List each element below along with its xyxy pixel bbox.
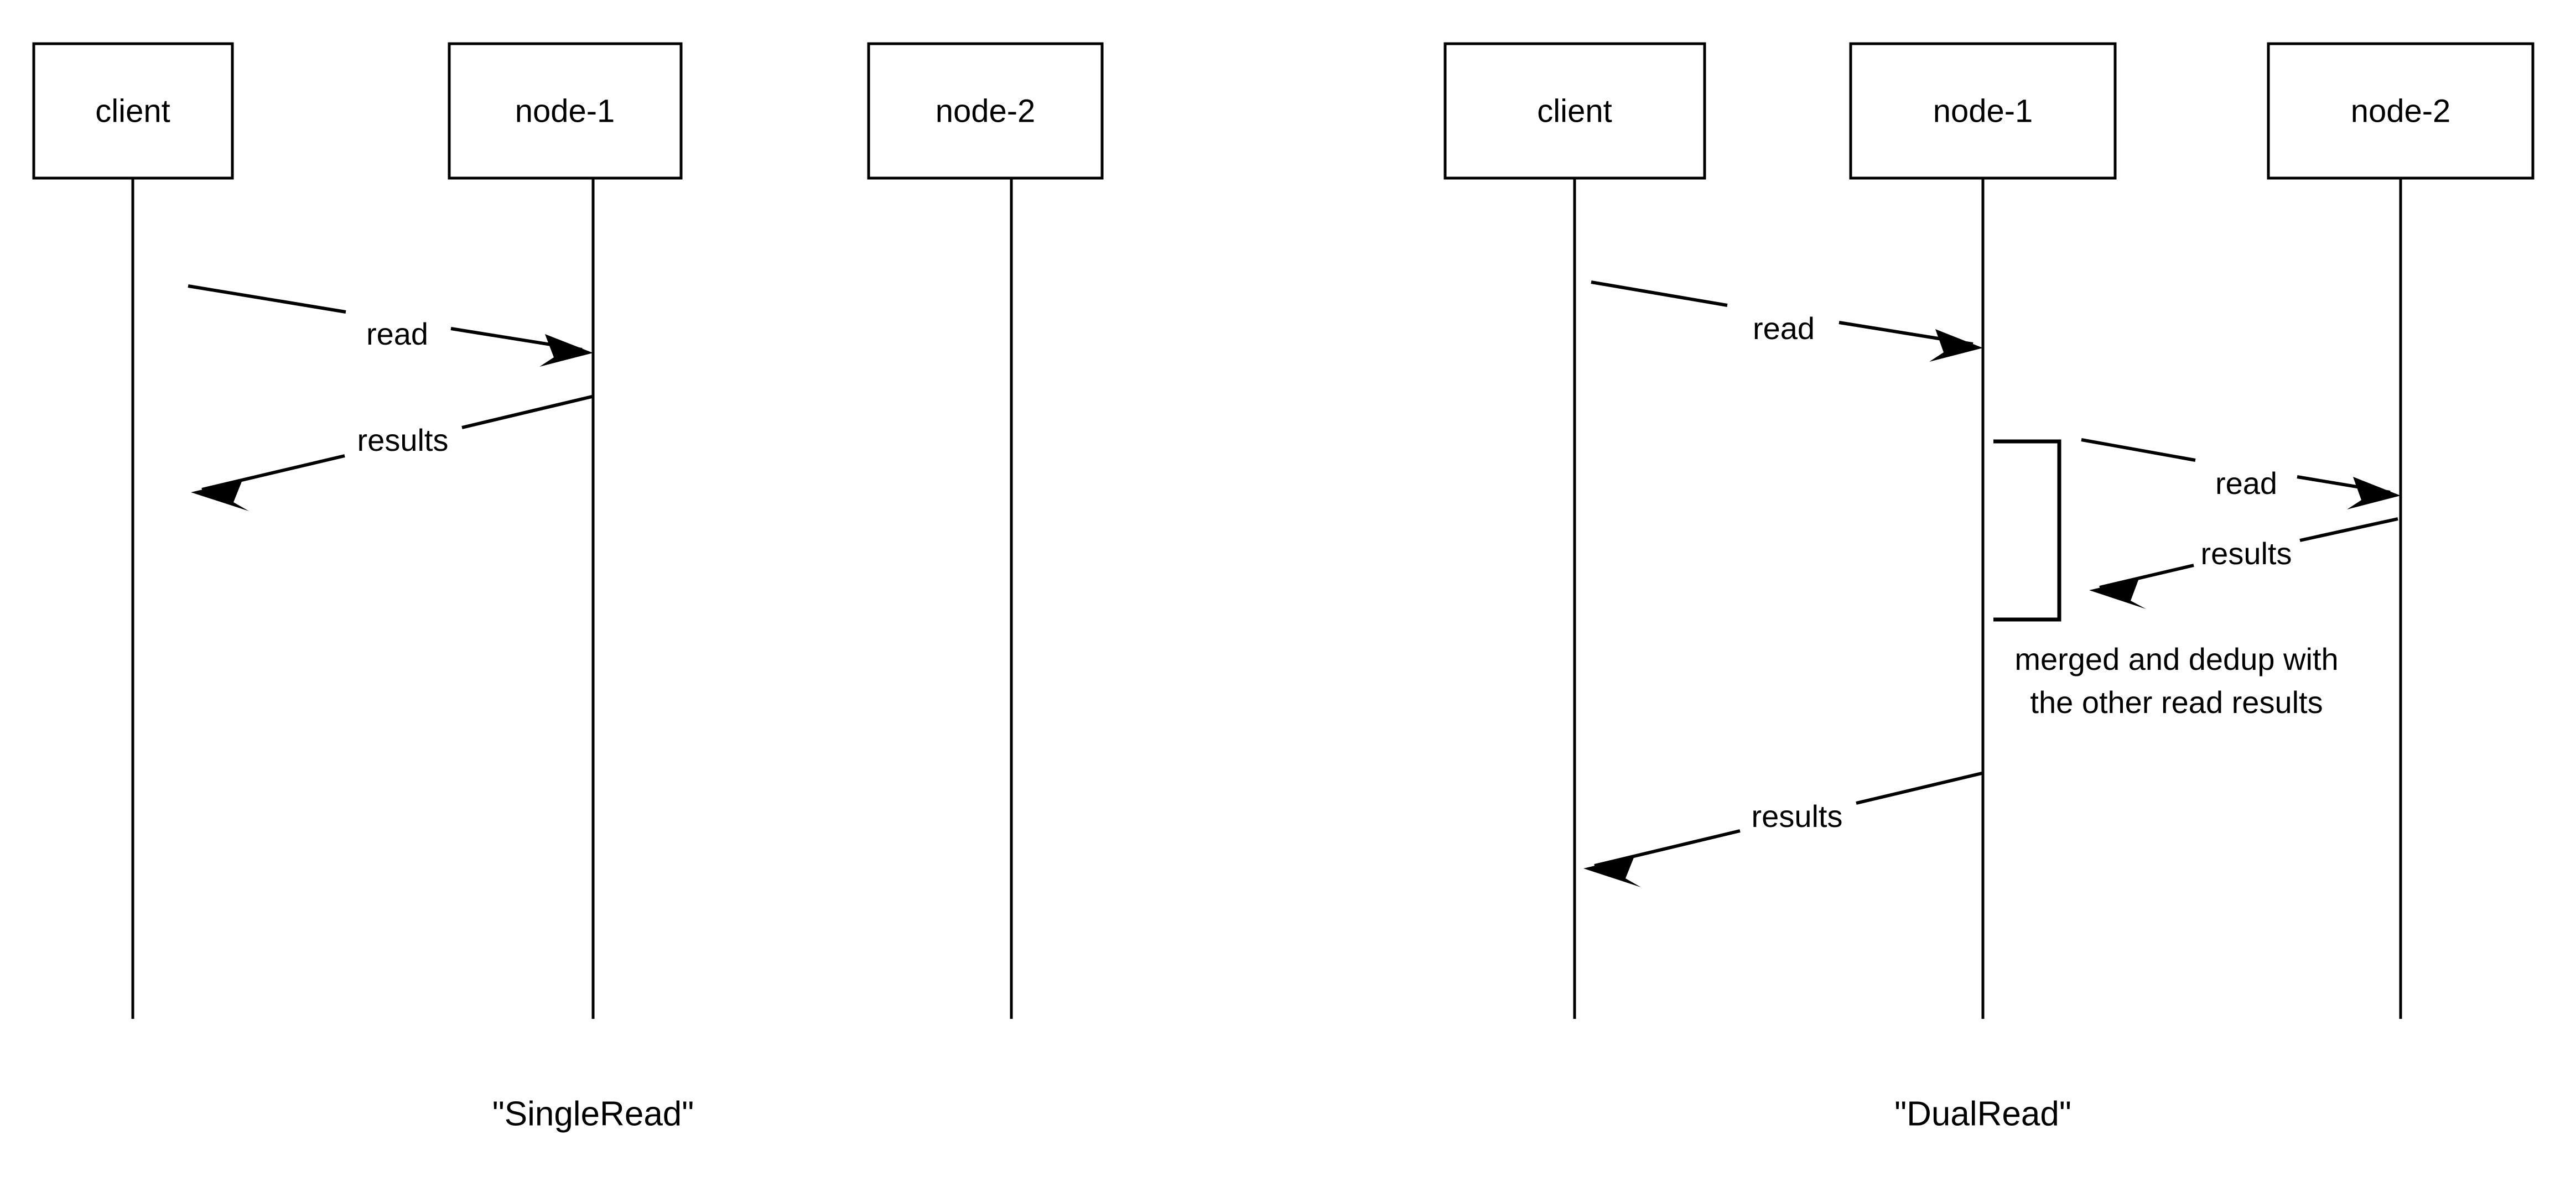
message-label-results-node2-node1: results xyxy=(2201,536,2292,571)
note-line-2: the other read results xyxy=(2030,685,2323,720)
arrowhead-left-icon xyxy=(2089,579,2146,609)
arrowhead-right-icon xyxy=(1929,329,1983,362)
message-line-segment-a xyxy=(2081,438,2196,462)
arrowhead-right-icon xyxy=(539,334,593,367)
message-line-segment-b xyxy=(201,454,345,491)
participant-box-node2[interactable] xyxy=(2267,42,2535,180)
participant-client-left[interactable]: client xyxy=(32,42,234,180)
message-read-client-node1: read xyxy=(1591,280,1983,362)
message-label-read: read xyxy=(366,316,428,351)
message-results-node2-node1: results xyxy=(2089,517,2398,609)
message-read-client-node1: read xyxy=(188,284,593,367)
participant-label-node1: node-1 xyxy=(1933,93,2033,129)
participant-box-node1[interactable] xyxy=(1849,42,2117,180)
participant-label-node2: node-2 xyxy=(936,93,1036,129)
participant-node2-right[interactable]: node-2 xyxy=(2267,42,2535,180)
message-label-read-client-node1: read xyxy=(1753,311,1815,346)
participant-node1-right[interactable]: node-1 xyxy=(1849,42,2117,180)
message-label-results-node1-client: results xyxy=(1752,799,1843,834)
panel-caption-dual-read: "DualRead" xyxy=(1894,1095,2071,1133)
participant-client-right[interactable]: client xyxy=(1443,42,1706,180)
message-line-segment-a xyxy=(1856,772,1982,805)
participant-box-node1[interactable] xyxy=(448,42,683,180)
participant-label-node1: node-1 xyxy=(515,93,615,129)
participant-label-node2: node-2 xyxy=(2351,93,2451,129)
message-line-segment-a xyxy=(1591,280,1728,307)
activation-bar-node1 xyxy=(1993,439,2061,622)
arrowhead-left-icon xyxy=(1583,856,1641,887)
message-line-segment-a xyxy=(2299,517,2398,542)
message-line-segment-b xyxy=(2099,564,2194,589)
participant-box-client[interactable] xyxy=(1443,42,1706,180)
participant-box-node2[interactable] xyxy=(867,42,1104,180)
message-line-segment-a xyxy=(461,395,593,429)
participant-box-client[interactable] xyxy=(32,42,234,180)
participant-label-client: client xyxy=(1537,93,1612,129)
participant-node2-left[interactable]: node-2 xyxy=(867,42,1104,180)
message-read-node1-node2: read xyxy=(2081,438,2401,509)
message-line-segment-a xyxy=(188,284,346,314)
note-line-1: merged and dedup with xyxy=(2014,642,2338,676)
arrowhead-right-icon xyxy=(2347,477,2401,509)
arrowhead-left-icon xyxy=(191,480,249,511)
message-label-results: results xyxy=(357,423,449,457)
message-results-node1-client: results xyxy=(191,395,593,511)
message-line-segment-b xyxy=(1594,829,1741,867)
participant-label-client: client xyxy=(95,93,170,129)
message-results-node1-client: results xyxy=(1583,772,1982,887)
participant-node1-left[interactable]: node-1 xyxy=(448,42,683,180)
panel-caption-single-read: "SingleRead" xyxy=(492,1095,694,1133)
note-merged-dedup: merged and dedup with the other read res… xyxy=(2014,642,2338,720)
message-label-read-node1-node2: read xyxy=(2215,466,2277,501)
panel-dual-read: client node-1 node-2 read xyxy=(1443,42,2535,1133)
panel-single-read: client node-1 node-2 read xyxy=(32,42,1104,1133)
